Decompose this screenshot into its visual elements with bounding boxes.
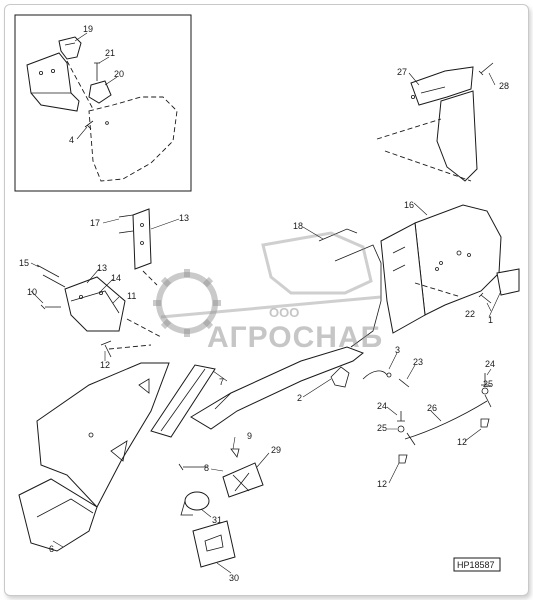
- mount-bracket: [132, 208, 152, 270]
- figure-ref-box: [453, 557, 501, 572]
- callout-25-right: 25: [483, 379, 493, 389]
- callout-31: 31: [212, 515, 222, 525]
- discharge-hood-assembly: [18, 362, 170, 552]
- callout-7: 7: [219, 377, 224, 387]
- agrosnab-watermark: ООО АГРОСНАБ: [153, 231, 383, 354]
- support-arm: [150, 364, 216, 438]
- callout-13-lower: 13: [97, 263, 107, 273]
- knob-31: [184, 491, 210, 511]
- callout-15: 15: [19, 258, 29, 268]
- callout-28: 28: [499, 81, 509, 91]
- diagram-frame: ООО АГРОСНАБ 19 21 20 4 27 28 16 22 1 17…: [4, 4, 529, 596]
- callout-14: 14: [111, 273, 121, 283]
- callout-17: 17: [90, 218, 100, 228]
- callout-12-bottom: 12: [377, 479, 387, 489]
- cable-assembly: [397, 373, 492, 464]
- callout-24-left: 24: [377, 401, 387, 411]
- decals: [180, 462, 264, 568]
- callout-3: 3: [395, 345, 400, 355]
- gear-icon: [156, 272, 218, 334]
- figure-ref-text: HP18587: [457, 560, 495, 570]
- callout-16: 16: [404, 200, 414, 210]
- inset-hook: [88, 80, 112, 104]
- latch-hardware: [178, 366, 410, 471]
- watermark-prefix: ООО: [269, 305, 299, 320]
- callout-29: 29: [271, 445, 281, 455]
- hinge-bracket: [64, 276, 126, 332]
- callout-10: 10: [27, 287, 37, 297]
- callout-30: 30: [229, 573, 239, 583]
- harvester-icon: [261, 231, 373, 295]
- callout-4: 4: [69, 135, 74, 145]
- callout-1: 1: [488, 315, 493, 325]
- upper-bracket-assembly: [376, 62, 494, 182]
- callout-19: 19: [83, 24, 93, 34]
- callout-23: 23: [413, 357, 423, 367]
- upper-bracket-plate: [436, 90, 478, 182]
- callout-12-left: 12: [100, 360, 110, 370]
- callout-12-right: 12: [457, 437, 467, 447]
- hinge-bracket-assembly: [36, 264, 162, 358]
- callout-6: 6: [49, 544, 54, 554]
- callout-27: 27: [397, 67, 407, 77]
- leader-lines: [30, 32, 502, 574]
- discharge-hood: [36, 362, 170, 508]
- warning-decal-29: [222, 462, 264, 498]
- callout-labels: 19 21 20 4 27 28 16 22 1 17 13 18 15 13 …: [19, 24, 509, 583]
- inset-detail: [14, 14, 192, 192]
- auger-chute-assembly: [150, 228, 382, 438]
- deflector-plate: [190, 346, 364, 430]
- callout-26: 26: [427, 403, 437, 413]
- callout-20: 20: [114, 69, 124, 79]
- figure-reference: HP18587: [453, 557, 501, 572]
- callout-24-right: 24: [485, 359, 495, 369]
- watermark-company: АГРОСНАБ: [207, 321, 383, 354]
- callout-25-left: 25: [377, 423, 387, 433]
- upper-bracket: [410, 66, 474, 106]
- callout-13-upper: 13: [179, 213, 189, 223]
- inset-bracket: [26, 52, 80, 112]
- hood-spout: [18, 478, 98, 552]
- support-cable: [404, 400, 488, 440]
- reflector: [496, 268, 520, 296]
- mount-bracket-13: [118, 208, 158, 286]
- info-decal-30: [192, 520, 236, 568]
- callout-2: 2: [297, 393, 302, 403]
- callout-21: 21: [105, 48, 115, 58]
- parts-diagram: ООО АГРОСНАБ 19 21 20 4 27 28 16 22 1 17…: [14, 14, 520, 583]
- callout-11: 11: [127, 291, 136, 301]
- callout-8: 8: [204, 463, 209, 473]
- callout-18: 18: [293, 221, 303, 231]
- side-cover: [414, 204, 502, 316]
- callout-9: 9: [247, 431, 252, 441]
- callout-22: 22: [465, 309, 475, 319]
- side-cover-flange: [380, 222, 426, 334]
- inset-latch: [58, 36, 82, 60]
- side-cover-assembly: [380, 204, 520, 334]
